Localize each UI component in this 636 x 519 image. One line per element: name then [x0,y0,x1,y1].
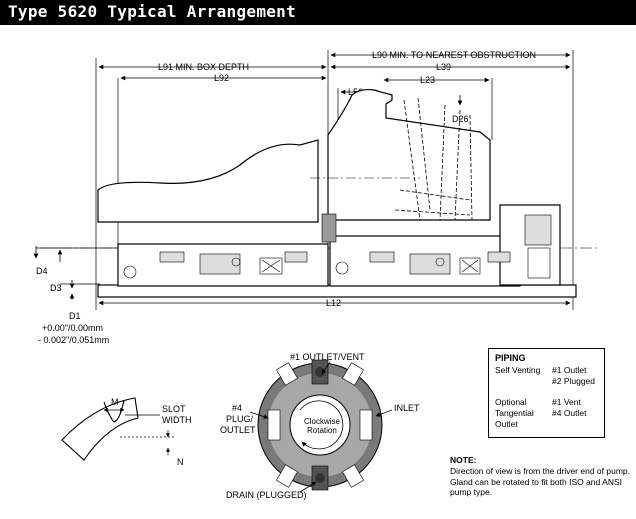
piping-sv-plugged: #2 Plugged [552,376,596,386]
piping-ot-outlet: #4 Outlet [552,408,587,418]
tolerance-2: - 0.002"/0.051mm [38,335,109,345]
slot-m-label: M [111,397,119,407]
rotation-label-2: Rotation [307,426,337,435]
piping-title: PIPING [495,353,526,363]
piping-ot-vent: #1 Vent [552,397,581,407]
gland-plug-label-3: OUTLET [220,425,256,435]
piping-table: PIPING Self Venting #1 Outlet #2 Plugged… [488,348,605,438]
dim-d1: D1 [69,311,81,321]
tolerance-1: +0.00"/0.00mm [42,323,103,333]
slot-detail-drawing [61,397,139,461]
seal-internals [159,213,552,279]
slot-width-label: WIDTH [162,415,192,425]
note-text: Direction of view is from the driver end… [450,466,630,498]
dim-d3: D3 [50,283,62,293]
rotation-label-1: Clockwise [304,417,341,426]
piping-self-venting: Self Venting [495,365,541,375]
gland-drain-label: DRAIN (PLUGGED) [226,490,307,500]
dim-l90: L90 MIN. TO NEAREST OBSTRUCTION [372,50,536,60]
shaft-body [97,88,491,223]
slot-label: SLOT [162,404,186,414]
dim-l12: L12 [326,298,341,308]
piping-outlet: Outlet [495,419,518,429]
dim-l92: L92 [214,73,229,83]
dim-l23: L23 [420,75,435,85]
gland-inlet-label: INLET [394,403,420,413]
dim-d26: D26 [452,114,469,124]
title-bar: Type 5620 Typical Arrangement [0,0,636,25]
gland-plug-label-2: PLUG/ [226,414,254,424]
dim-d4: D4 [36,266,48,276]
page-title: Type 5620 Typical Arrangement [8,2,297,21]
piping-optional: Optional [495,397,527,407]
slot-n-label: N [177,457,184,467]
gland-end-view [257,359,383,491]
hidden-lines [394,97,473,221]
piping-sv-outlet: #1 Outlet [552,365,587,375]
dim-l91: L91 MIN. BOX DEPTH [158,62,249,72]
gland-plug-label-1: #4 [232,403,242,413]
gland-outlet-vent-label: #1 OUTLET/VENT [290,352,365,362]
dim-l39: L39 [436,62,451,72]
piping-tangential: Tangential [495,408,534,418]
note-title: NOTE: [450,455,477,465]
